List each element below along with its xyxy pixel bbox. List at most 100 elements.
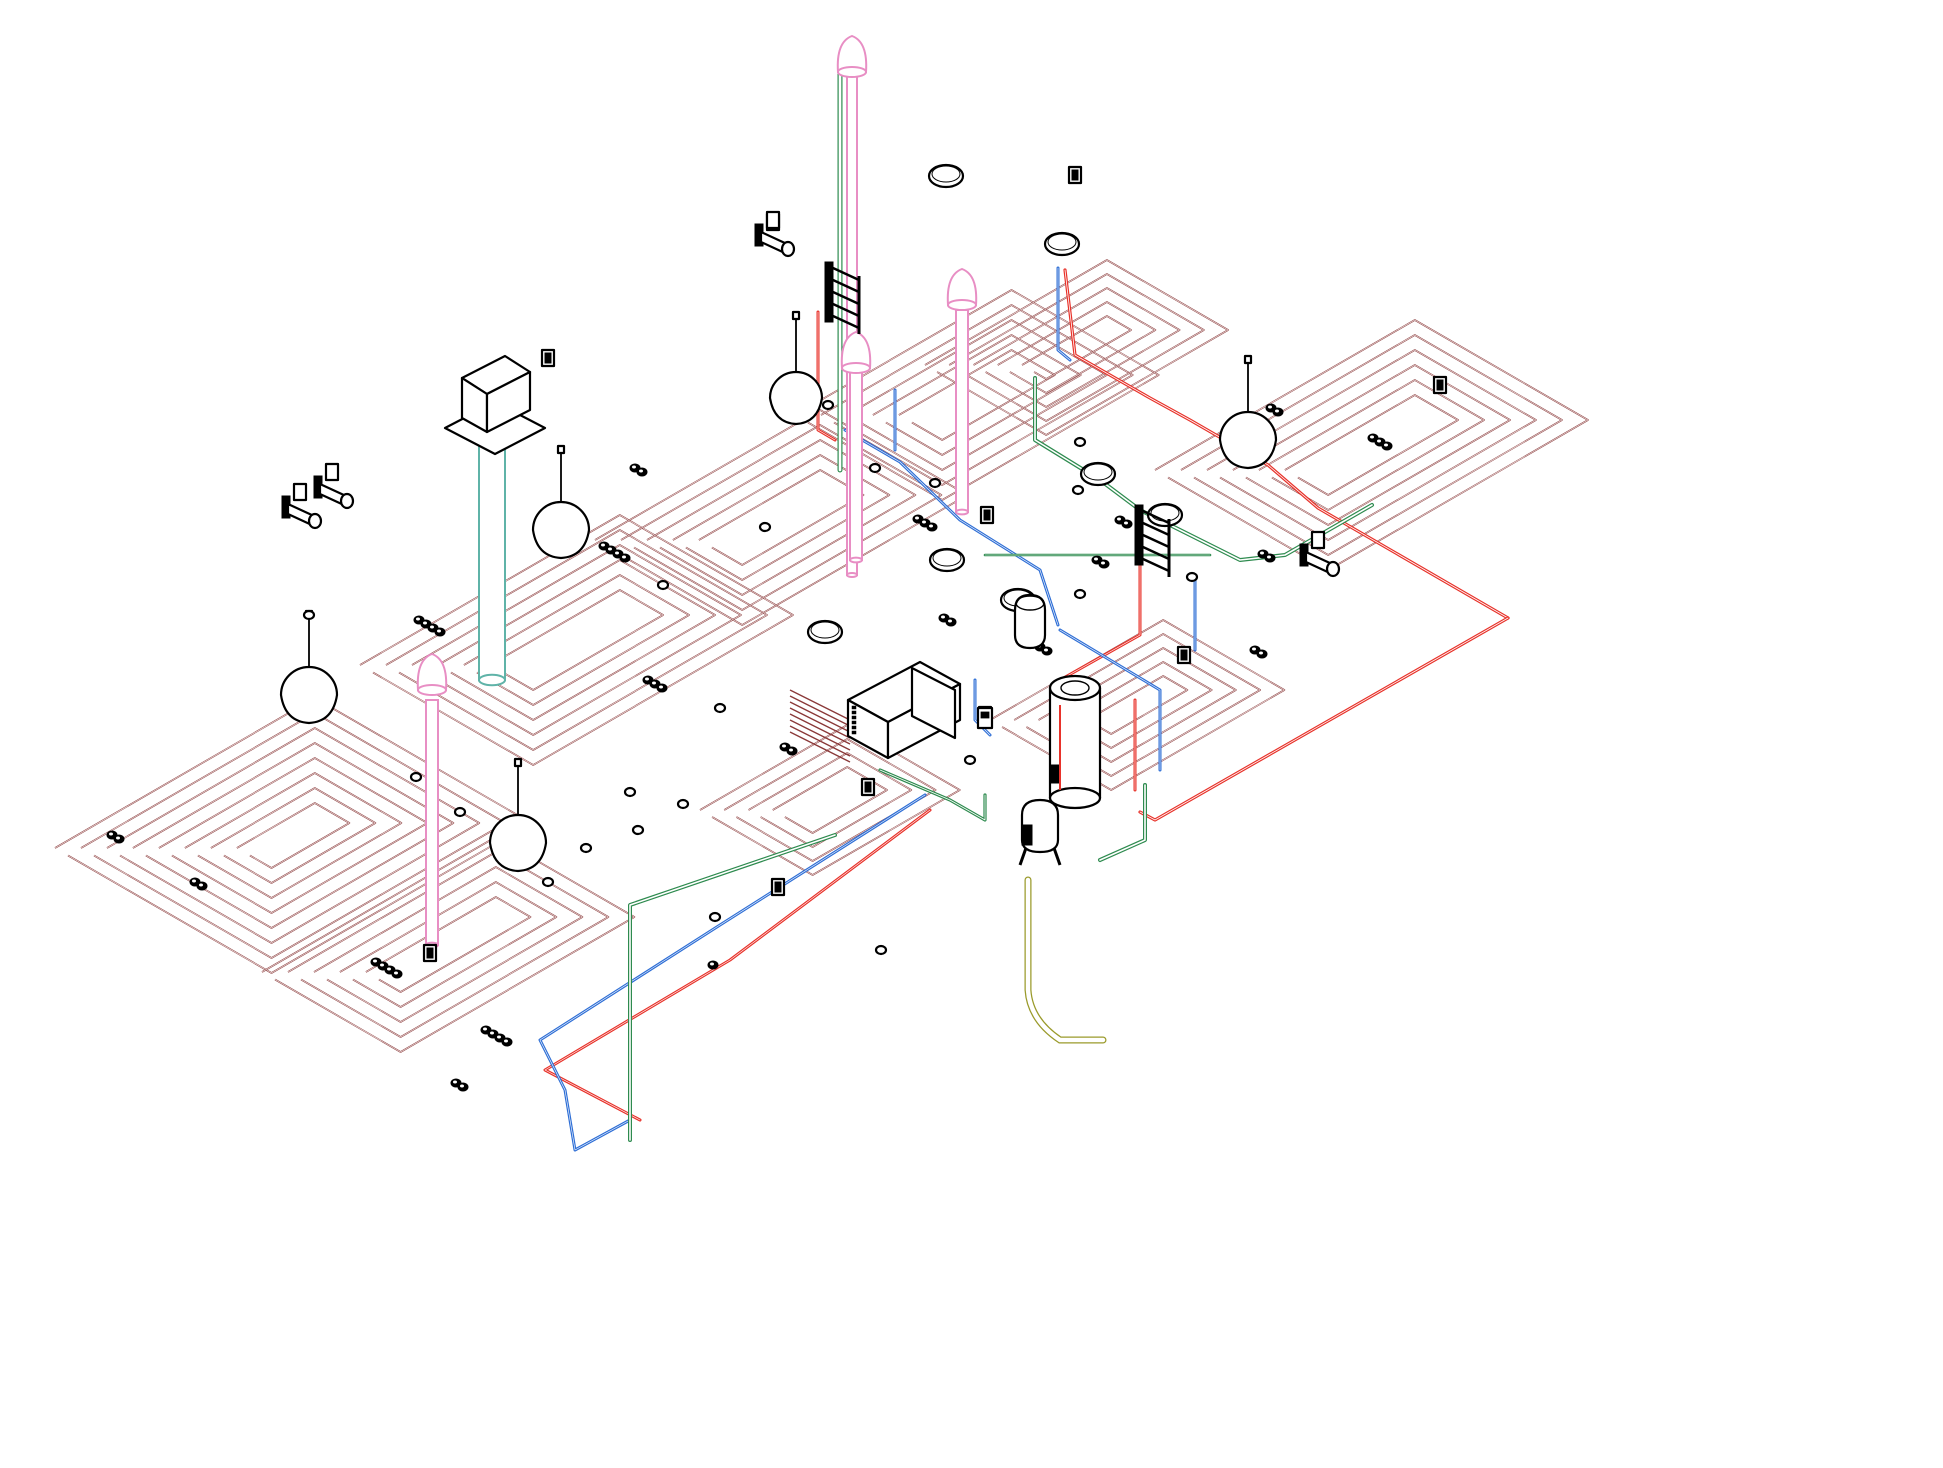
- vent-stack-center-shaft: [849, 369, 863, 561]
- socket-hole: [192, 879, 196, 883]
- towel-rad-bar: [832, 314, 860, 330]
- equipment: [106, 163, 1448, 1092]
- socket-hole: [1260, 551, 1264, 555]
- vent-cap-icon: [946, 267, 978, 311]
- cold-water-heater-leg-outline: [1098, 783, 1147, 862]
- pendant-lamp-icon: [531, 444, 591, 560]
- coil-ring: [210, 787, 377, 884]
- disc-body: [928, 547, 966, 573]
- socket-hole: [1275, 409, 1279, 413]
- socket-hole: [199, 883, 203, 887]
- pendant-lamp-icon: [279, 609, 339, 725]
- manifold-feed-line: [789, 695, 851, 727]
- return-east-leg-core: [1059, 629, 1161, 771]
- coil-ring-core: [359, 514, 794, 766]
- socket-block-icon: [1114, 515, 1133, 529]
- tank-valve: [1021, 824, 1033, 846]
- coil-ring-core: [1258, 379, 1485, 511]
- vent-cap-icon: [416, 652, 448, 696]
- drain-pipe-core: [1025, 877, 1106, 1043]
- switch-rocker: [544, 352, 552, 364]
- tank-body: [1013, 593, 1047, 650]
- socket-block-icon: [779, 742, 798, 756]
- lamp-canopy: [556, 444, 566, 455]
- distribution-manifold-icon: [846, 660, 962, 760]
- disc-rim: [1047, 233, 1077, 251]
- cold-water-tank-link-core: [879, 769, 986, 821]
- coil-ring-core: [698, 469, 864, 566]
- disc-rim: [1083, 463, 1113, 481]
- ceiling-lamp-icon: [928, 547, 966, 573]
- fan-switch: [324, 462, 340, 482]
- coil-ring-core: [646, 439, 916, 596]
- fitting-icon: [928, 477, 942, 489]
- coil-ring: [80, 712, 507, 959]
- heater-control: [1049, 764, 1061, 784]
- return-south-run: [538, 793, 927, 1152]
- coil-ring: [236, 802, 351, 869]
- fitting-icon: [676, 798, 690, 810]
- coil-ring-core: [1154, 319, 1589, 571]
- towel-rad-bar: [832, 302, 860, 318]
- vent-stack-center-base: [849, 556, 863, 564]
- wall-fan-icon: [1299, 530, 1341, 578]
- socket-hole: [490, 1031, 494, 1035]
- hood-side-right: [485, 370, 532, 434]
- socket-block-icon: [106, 830, 125, 844]
- socket-hole: [1117, 517, 1121, 521]
- return-south-run-core: [539, 794, 926, 1151]
- socket-hole: [497, 1035, 501, 1039]
- towel-rad-bar: [1142, 533, 1170, 549]
- supply-main-north-core: [1064, 269, 1509, 619]
- heating-zone-center-west: [359, 514, 794, 766]
- disc-body: [1043, 231, 1081, 257]
- ceiling-lamp-icon: [927, 163, 965, 189]
- return-boiler-link: [973, 678, 992, 737]
- coil-ring: [1086, 675, 1189, 735]
- fitting-body: [868, 462, 882, 474]
- socket-hole: [1370, 435, 1374, 439]
- vent-cap-dome: [836, 34, 868, 73]
- lamp-globe: [279, 665, 339, 725]
- fitting-icon: [631, 824, 645, 836]
- socket-block-icon: [642, 675, 668, 693]
- heater-top: [1048, 674, 1102, 702]
- switch-icon: [860, 777, 876, 797]
- vent-cap-dome: [840, 330, 872, 369]
- return-east-leg: [1058, 628, 1162, 772]
- fan-switch: [765, 210, 781, 230]
- coil-ring-core: [699, 724, 961, 876]
- socket-block-icon: [480, 1025, 513, 1047]
- fitting-icon: [1073, 436, 1087, 448]
- fitting-body: [453, 806, 467, 818]
- socket-hole: [608, 547, 612, 551]
- return-main-diagonal-core: [844, 429, 1059, 626]
- socket-hole: [615, 551, 619, 555]
- fitting-icon: [541, 876, 555, 888]
- cold-water-riser-north: [1033, 376, 1102, 482]
- coil-ring-core: [313, 866, 583, 1023]
- vent-stack-center: [849, 369, 863, 564]
- socket-block-icon: [707, 960, 719, 970]
- coil-ring-core: [489, 589, 664, 691]
- switch-rocker: [1436, 379, 1444, 391]
- socket-hole: [622, 555, 626, 559]
- socket-hole: [632, 465, 636, 469]
- coil-ring-core: [794, 289, 1159, 501]
- coil-ring: [385, 529, 768, 751]
- socket-hole: [483, 1027, 487, 1031]
- return-riser-north: [1056, 266, 1072, 362]
- fitting-body: [758, 521, 772, 533]
- floor-heating-loops: [54, 259, 1589, 1053]
- cold-water-heater-leg: [1098, 783, 1147, 862]
- socket-hole: [1124, 521, 1128, 525]
- switch-rocker: [983, 509, 991, 521]
- socket-hole: [460, 1084, 464, 1088]
- disc-rim: [931, 165, 961, 183]
- fitting-body: [928, 477, 942, 489]
- fan-grille: [307, 512, 323, 530]
- vent-cap-dome: [946, 267, 978, 306]
- lamp-canopy: [791, 310, 801, 321]
- socket-block-icon: [189, 877, 208, 891]
